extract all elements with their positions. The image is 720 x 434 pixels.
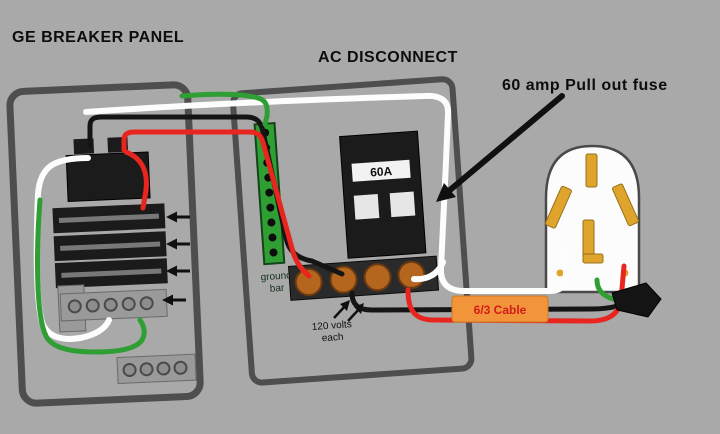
bus-screw (156, 361, 171, 376)
breaker-row-3-slot (61, 268, 162, 278)
terminal-lug-4 (397, 260, 426, 289)
volts-label-line1: 120 volts (311, 319, 352, 333)
bus-screw (122, 363, 137, 378)
ground-bar-hole (266, 203, 275, 212)
breaker-pointer-arrowhead (166, 211, 177, 223)
hot2-wire-panel-stub (123, 149, 149, 211)
fuse-rating-chip (351, 159, 411, 182)
breaker-pointer-arrowhead (166, 238, 177, 250)
bus-screw (139, 362, 154, 377)
bus-screw (139, 296, 154, 311)
receptacle-prong-center-foot (582, 253, 604, 264)
ground-bar-label-line1: ground (260, 270, 292, 283)
volts-pointer-arrowhead (340, 300, 350, 311)
receptacle (544, 144, 641, 294)
cable-label-bg (451, 295, 549, 323)
bus-screw (67, 299, 82, 314)
fuse-rating-text: 60A (370, 164, 393, 180)
fuse-callout-arrowhead (436, 183, 456, 202)
neutral-wire-main-run (83, 92, 569, 294)
ground-wire-panel-loop (35, 197, 147, 355)
breaker-panel-enclosure (6, 81, 204, 407)
ground-bar-hole (268, 233, 277, 242)
ground-bar-hole (265, 188, 274, 197)
fuse-pull-handle-right (389, 191, 416, 218)
bus-pointer-arrowhead (162, 294, 173, 306)
cable-label-text: 6/3 Cable (474, 303, 527, 317)
breaker-pointer-arrowhead (166, 265, 177, 277)
ground-wire-top-run (179, 91, 270, 127)
cord-plug (611, 282, 662, 318)
receptacle-screw (556, 269, 564, 277)
bus-screw (85, 298, 100, 313)
cable-label-group: 6/3 Cable (451, 295, 549, 323)
breaker-row-2-slot (60, 241, 161, 251)
neutral-wire-terminal-stub (411, 259, 446, 283)
fuse-pull-handle-left (353, 194, 380, 220)
bus-screw (103, 297, 118, 312)
receptacle-prong-right (612, 183, 639, 227)
hot1-wire-top-run (87, 114, 345, 277)
main-breaker (65, 151, 151, 203)
receptacle-prong-top (585, 153, 598, 188)
terminal-lug-3 (363, 263, 392, 292)
terminal-lug-1 (294, 268, 323, 297)
fuse-callout-arrow-line (447, 93, 565, 193)
bus-screw (173, 360, 188, 375)
hot2-wire-top-run (121, 129, 312, 279)
receptacle-prong-left (545, 185, 572, 229)
receptacle-body (544, 144, 641, 294)
annotations (162, 93, 565, 322)
ground-bar-hole (267, 218, 276, 227)
volts-label-line2: each (321, 332, 343, 344)
ground-bar-label-line2: bar (269, 283, 285, 295)
disconnect-enclosure (230, 76, 475, 386)
breaker-row-1-slot (58, 213, 159, 223)
volts-pointer-arrowhead (354, 303, 364, 314)
ac-disconnect-title: AC DISCONNECT (318, 49, 458, 66)
breaker-panel-title: GE BREAKER PANEL (12, 29, 184, 46)
ground-bar-hole (269, 248, 278, 257)
bus-screw (121, 296, 136, 311)
fuse-callout-label: 60 amp Pull out fuse (502, 77, 668, 94)
